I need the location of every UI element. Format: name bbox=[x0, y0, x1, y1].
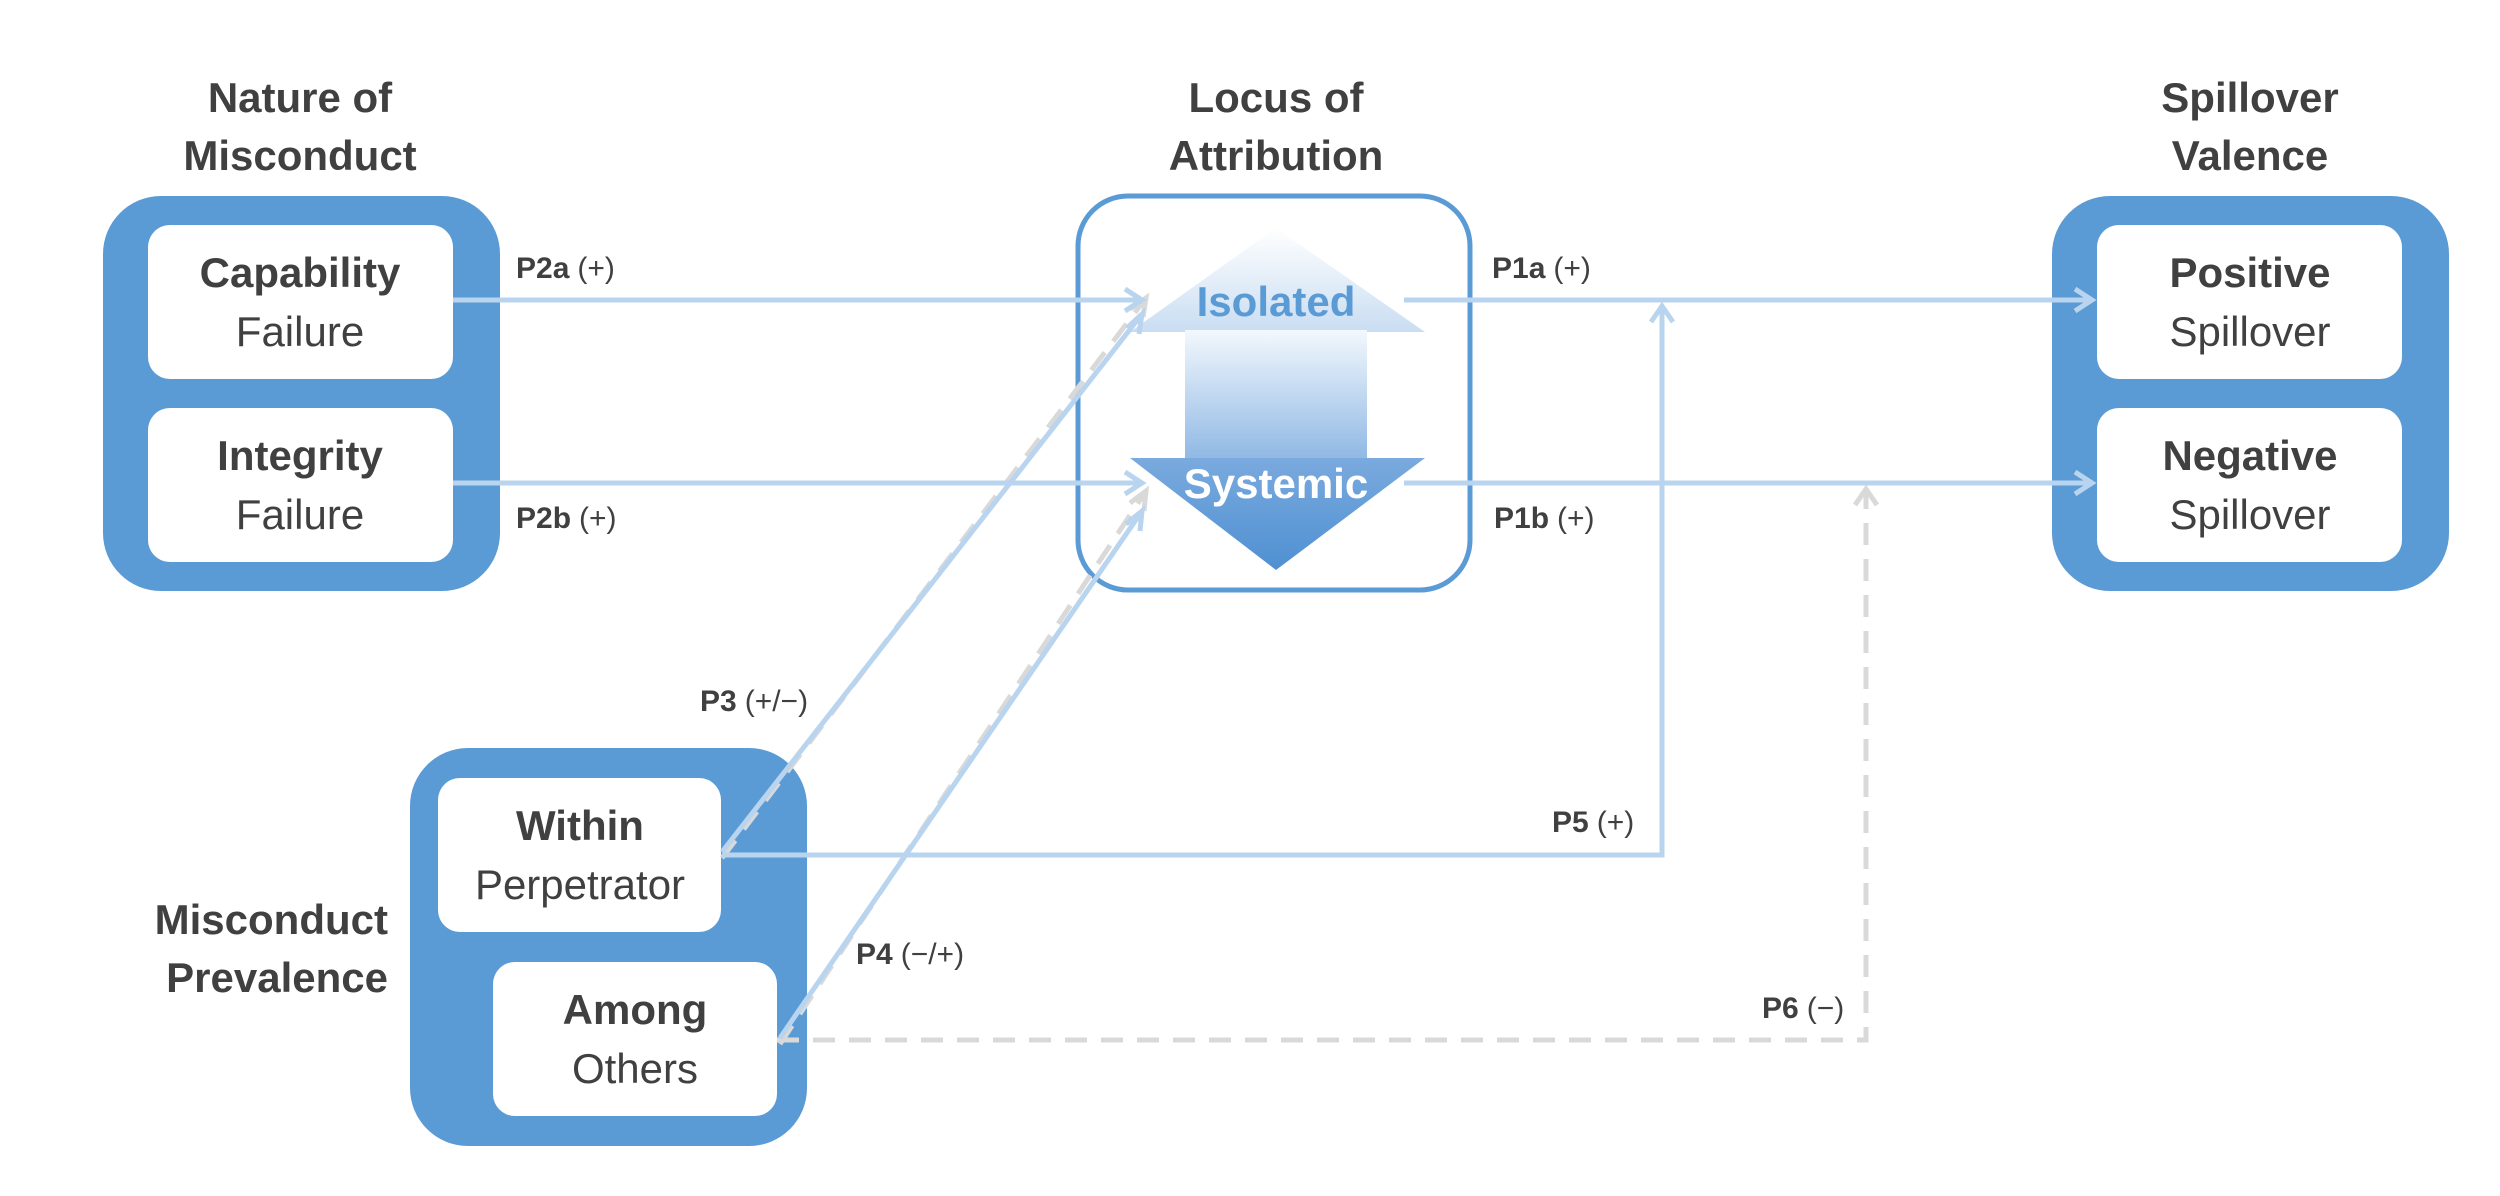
box-background bbox=[148, 408, 453, 562]
isolated-label: Isolated bbox=[1197, 278, 1356, 325]
solid-arrows bbox=[453, 286, 2097, 1040]
box-subtitle: Perpetrator bbox=[475, 861, 685, 908]
arrowhead bbox=[1125, 307, 1146, 335]
p4-arrow bbox=[777, 509, 1145, 1040]
arrowhead bbox=[2073, 469, 2097, 497]
arrowhead bbox=[1123, 286, 1147, 314]
heading-line: Misconduct bbox=[155, 896, 388, 943]
p1a-label: P1a(+) bbox=[1492, 252, 1591, 285]
p6-dashed-arrow bbox=[777, 489, 1869, 1043]
systemic-label: Systemic bbox=[1184, 460, 1368, 507]
arrowhead bbox=[1852, 484, 1880, 507]
heading-misconduct-prevalence: Misconduct Prevalence bbox=[155, 896, 388, 1001]
box-subtitle: Spillover bbox=[2169, 308, 2330, 355]
box-subtitle: Failure bbox=[236, 308, 364, 355]
up-arrowhead bbox=[1130, 228, 1425, 332]
box-title: Among bbox=[563, 986, 708, 1033]
negative-spillover-box: Negative Spillover bbox=[2097, 408, 2402, 562]
p3-label: P3(+/−) bbox=[700, 685, 808, 718]
integrity-failure-box: Integrity Failure bbox=[148, 408, 453, 562]
double-vertical-arrow-icon: Isolated Systemic bbox=[1130, 228, 1425, 570]
box-subtitle: Spillover bbox=[2169, 491, 2330, 538]
heading-line: Nature of bbox=[208, 74, 393, 121]
p6-label: P6(−) bbox=[1762, 992, 1844, 1025]
box-background bbox=[2097, 225, 2402, 379]
p2a-label: P2a(+) bbox=[516, 252, 615, 285]
box-subtitle: Failure bbox=[236, 491, 364, 538]
box-background bbox=[148, 225, 453, 379]
p3-arrow bbox=[720, 312, 1144, 854]
box-background bbox=[438, 778, 721, 932]
box-background bbox=[493, 962, 777, 1116]
heading-line: Spillover bbox=[2161, 74, 2338, 121]
p2b-label: P2b(+) bbox=[516, 502, 617, 535]
heading-spillover-valence: Spillover Valence bbox=[2161, 74, 2338, 179]
arrow-shaft bbox=[1185, 330, 1367, 460]
heading-nature-of-misconduct: Nature of Misconduct bbox=[183, 74, 416, 179]
box-title: Capability bbox=[200, 249, 401, 296]
among-others-box: Among Others bbox=[493, 962, 777, 1116]
arrowhead bbox=[1128, 485, 1150, 512]
heading-line: Attribution bbox=[1169, 132, 1384, 179]
box-title: Integrity bbox=[217, 432, 383, 479]
heading-line: Locus of bbox=[1189, 74, 1365, 121]
box-title: Negative bbox=[2162, 432, 2337, 479]
heading-line: Prevalence bbox=[166, 954, 388, 1001]
p5-label: P5(+) bbox=[1552, 806, 1634, 839]
box-background bbox=[2097, 408, 2402, 562]
box-title: Within bbox=[516, 802, 644, 849]
arrowhead bbox=[1123, 469, 1147, 497]
heading-line: Valence bbox=[2172, 132, 2328, 179]
arrowhead bbox=[1648, 301, 1676, 324]
box-title: Positive bbox=[2169, 249, 2330, 296]
within-perpetrator-box: Within Perpetrator bbox=[438, 778, 721, 932]
down-arrowhead bbox=[1130, 458, 1425, 570]
capability-failure-box: Capability Failure bbox=[148, 225, 453, 379]
positive-spillover-box: Positive Spillover bbox=[2097, 225, 2402, 379]
p1b-label: P1b(+) bbox=[1494, 502, 1595, 535]
heading-line: Misconduct bbox=[183, 132, 416, 179]
p5-arrow bbox=[722, 306, 1665, 858]
arrowhead bbox=[2073, 286, 2097, 314]
box-subtitle: Others bbox=[572, 1045, 698, 1092]
arrowhead bbox=[1124, 505, 1146, 532]
heading-locus-of-attribution: Locus of Attribution bbox=[1169, 74, 1384, 179]
p4-label: P4(−/+) bbox=[856, 938, 964, 971]
